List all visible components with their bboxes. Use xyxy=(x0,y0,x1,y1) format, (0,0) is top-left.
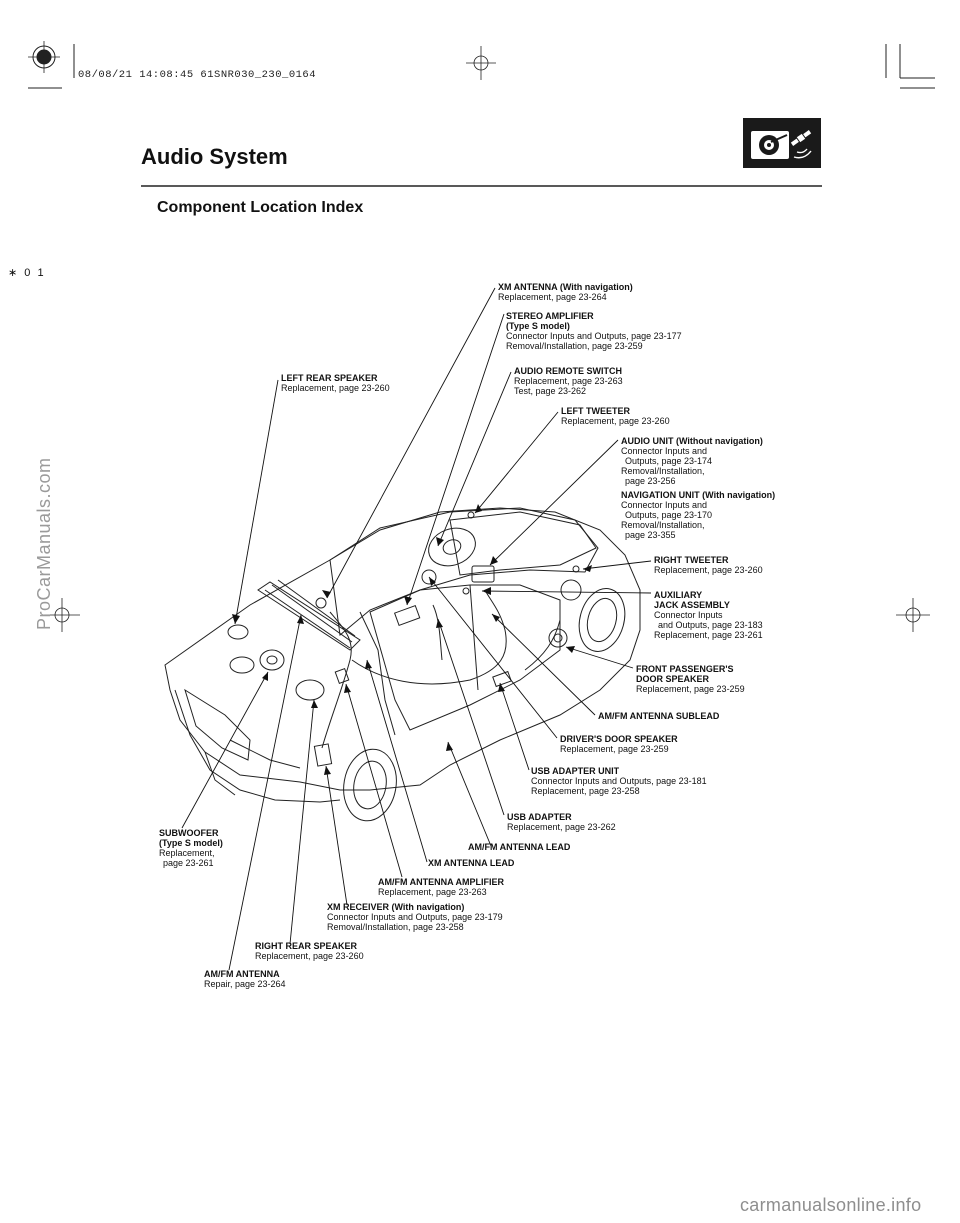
callout-amfm-antenna: AM/FM ANTENNA Repair, page 23-264 xyxy=(204,969,286,989)
callout-audio-remote-switch: AUDIO REMOTE SWITCH Replacement, page 23… xyxy=(514,366,623,396)
callout-subwoofer: SUBWOOFER (Type S model) Replacement, pa… xyxy=(159,828,223,868)
callout-audio-unit: AUDIO UNIT (Without navigation) Connecto… xyxy=(621,436,763,486)
callout-stereo-amplifier: STEREO AMPLIFIER (Type S model) Connecto… xyxy=(506,311,682,351)
crop-target-top-left xyxy=(28,41,60,73)
callout-usb-adapter-unit: USB ADAPTER UNIT Connector Inputs and Ou… xyxy=(531,766,707,796)
callout-drivers-door-speaker: DRIVER'S DOOR SPEAKER Replacement, page … xyxy=(560,734,678,754)
callout-amfm-amplifier: AM/FM ANTENNA AMPLIFIER Replacement, pag… xyxy=(378,877,504,897)
callout-left-tweeter: LEFT TWEETER Replacement, page 23-260 xyxy=(561,406,670,426)
callout-navigation-unit: NAVIGATION UNIT (With navigation) Connec… xyxy=(621,490,776,540)
callout-front-passenger-speaker: FRONT PASSENGER'S DOOR SPEAKER Replaceme… xyxy=(636,664,745,694)
crop-target-top-center xyxy=(466,46,496,80)
callout-right-tweeter: RIGHT TWEETER Replacement, page 23-260 xyxy=(654,555,763,575)
page-mark: ∗ 0 1 xyxy=(8,267,46,279)
callout-right-rear-speaker: RIGHT REAR SPEAKER Replacement, page 23-… xyxy=(255,941,364,961)
callout-usb-adapter: USB ADAPTER Replacement, page 23-262 xyxy=(507,812,616,832)
callout-left-rear-speaker: LEFT REAR SPEAKER Replacement, page 23-2… xyxy=(281,373,390,393)
callout-amfm-lead: AM/FM ANTENNA LEAD xyxy=(468,842,571,852)
callout-xm-antenna: XM ANTENNA (With navigation) Replacement… xyxy=(498,282,633,302)
crop-target-left-mid xyxy=(44,598,80,632)
page-title: Audio System xyxy=(141,144,288,169)
leader-arrowheads xyxy=(232,504,592,775)
callout-amfm-sublead: AM/FM ANTENNA SUBLEAD xyxy=(598,711,720,721)
callout-xm-lead: XM ANTENNA LEAD xyxy=(428,858,515,868)
crop-target-right-mid xyxy=(896,598,930,632)
callout-xm-receiver: XM RECEIVER (With navigation) Connector … xyxy=(327,902,503,932)
section-title: Component Location Index xyxy=(157,199,364,216)
callout-auxiliary-jack: AUXILIARY JACK ASSEMBLY Connector Inputs… xyxy=(654,590,763,640)
audio-system-icon xyxy=(743,118,821,168)
print-stamp: 08/08/21 14:08:45 61SNR030_230_0164 xyxy=(78,69,317,81)
footer-watermark: carmanualsonline.info xyxy=(740,1195,922,1215)
